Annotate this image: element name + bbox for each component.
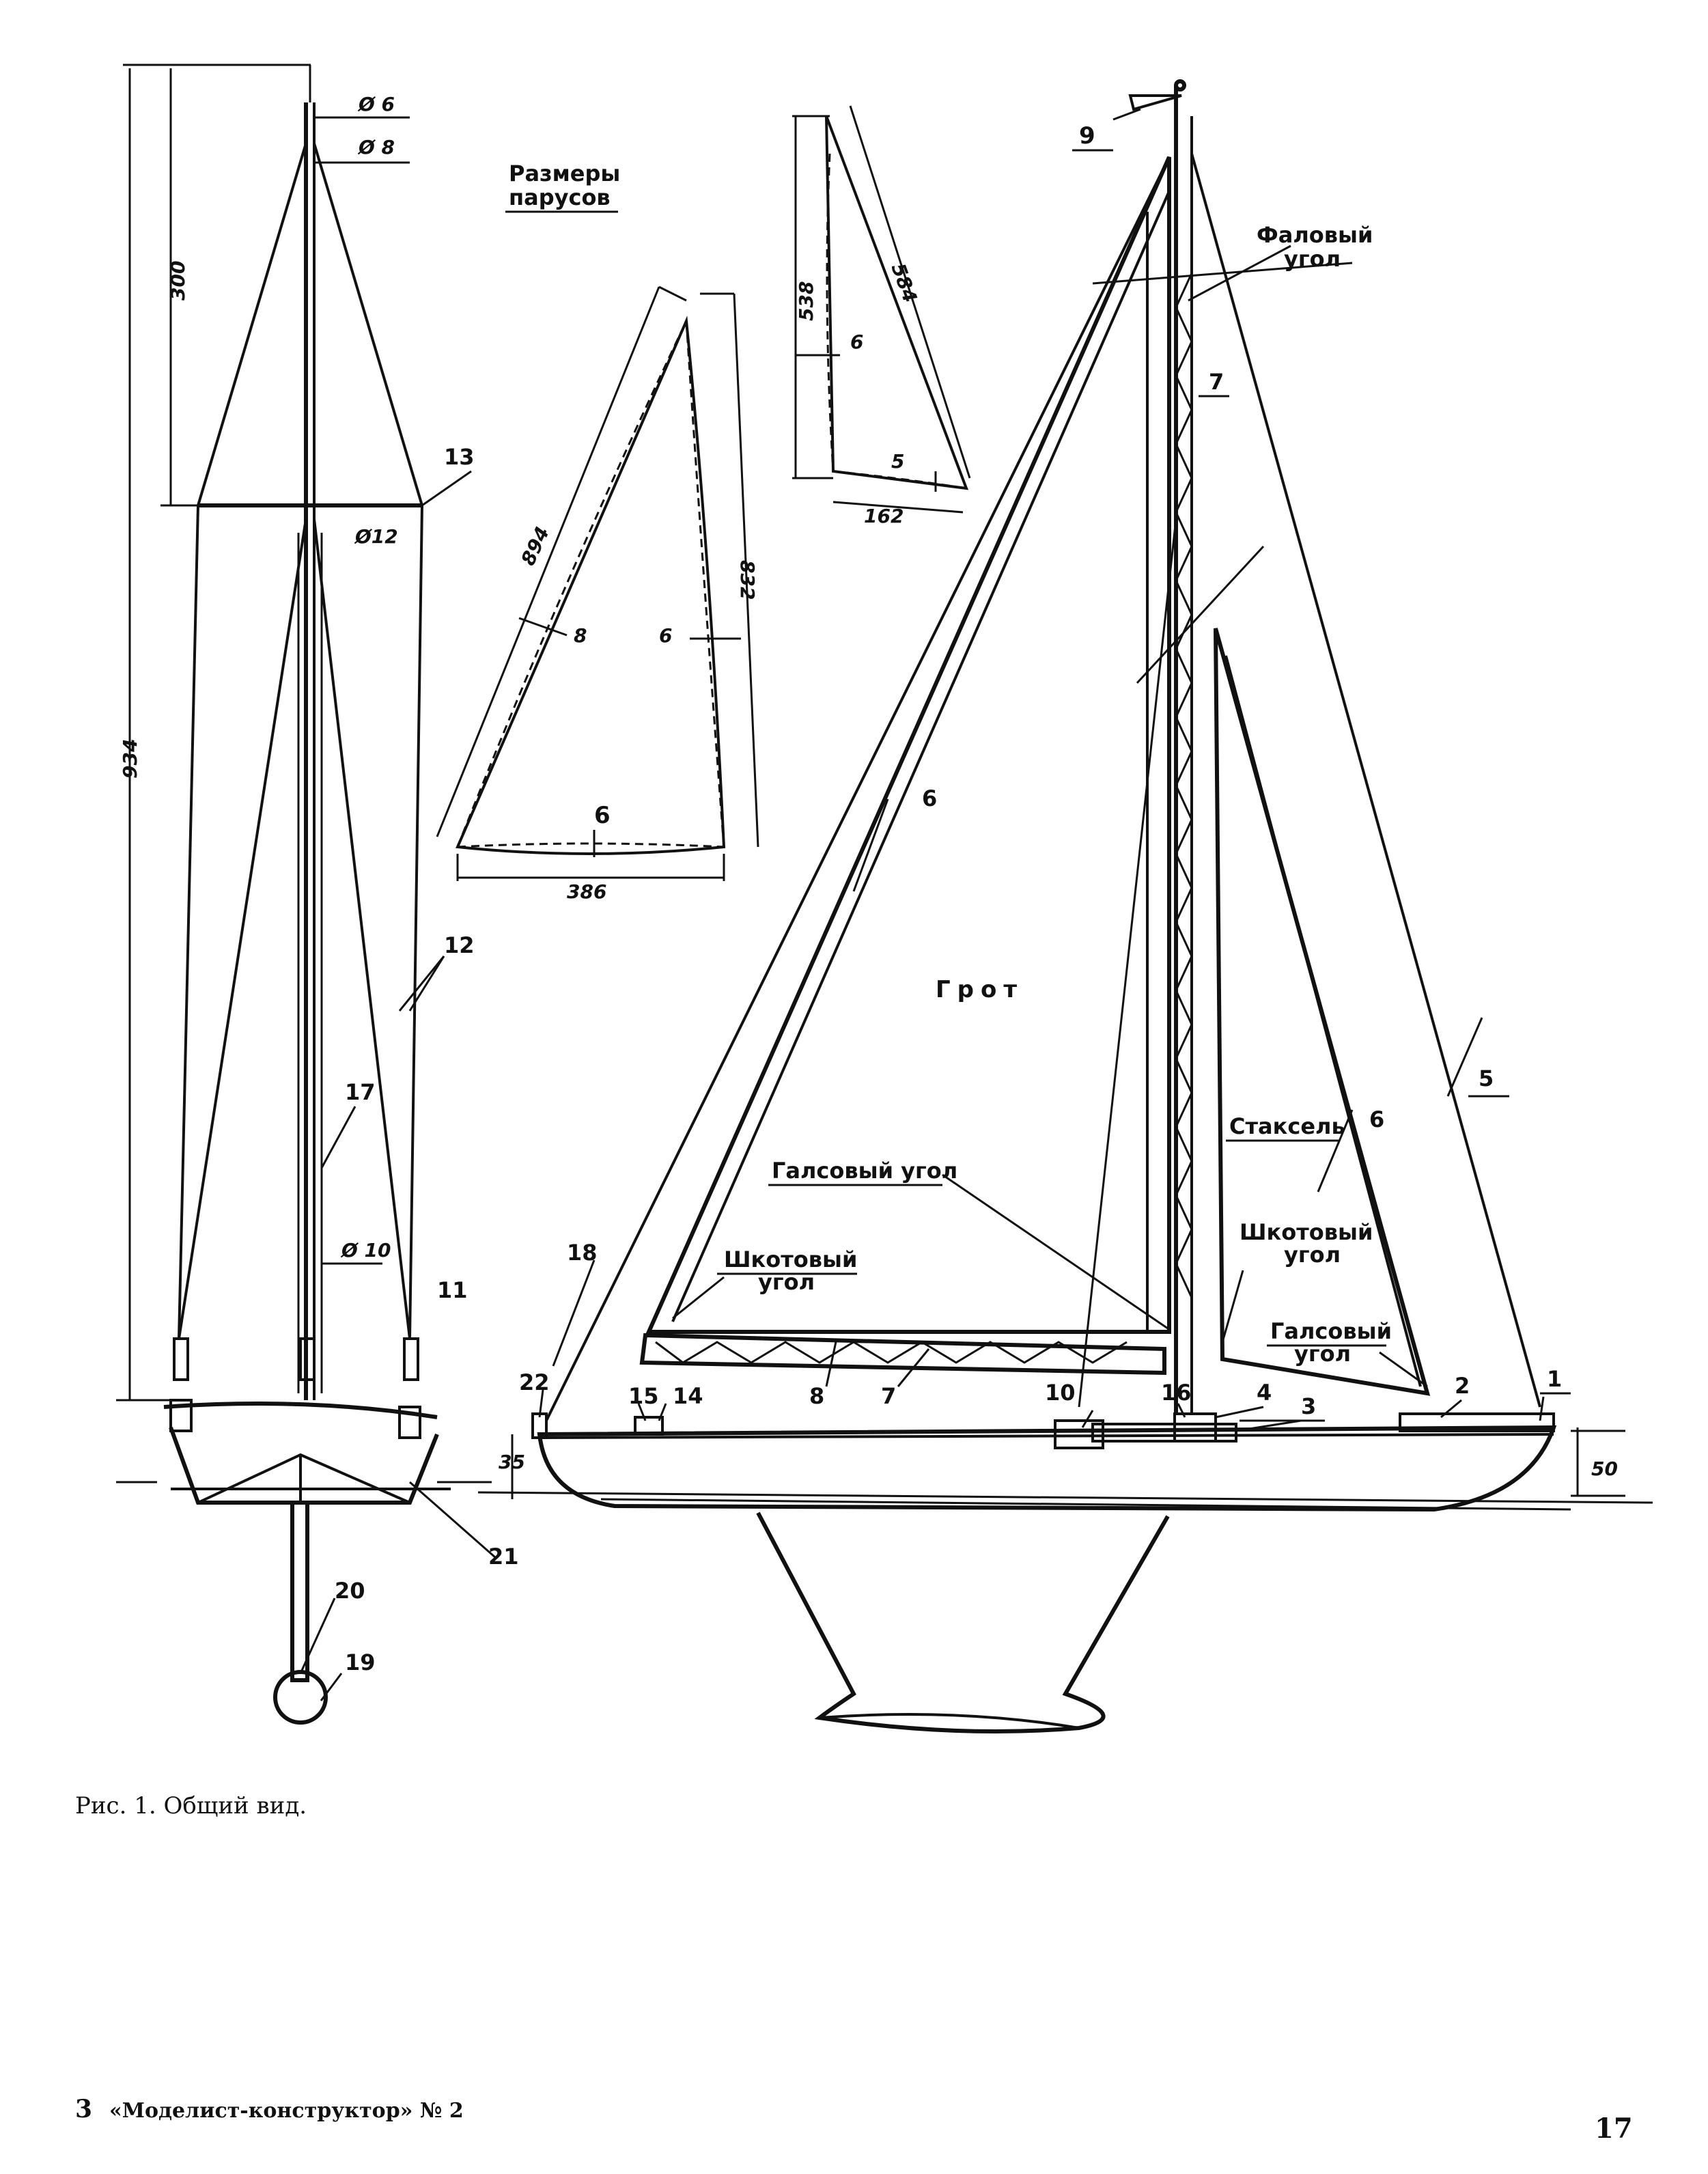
label-22: 22 [519,1369,550,1395]
dim-d6: Ø 6 [357,93,395,115]
dim-freeboard-bow: 50 [1591,1458,1618,1480]
jib-pattern [792,105,971,514]
label-13: 13 [444,444,475,470]
label-16: 16 [1161,1380,1192,1406]
dim-h300: 300 [167,261,189,301]
label-2: 2 [1455,1373,1470,1399]
label-20: 20 [335,1578,365,1604]
label-halyard-corner-2: угол [1284,246,1341,272]
label-halyard-corner-1: Фаловый [1257,222,1373,248]
boom [639,1333,1166,1376]
label-12: 12 [444,932,475,958]
label-15: 15 [628,1383,659,1409]
label-18: 18 [567,1240,598,1266]
page-number: 17 [1595,2113,1633,2145]
dim-jib-luff: 538 [795,281,817,321]
dim-d8: Ø 8 [357,136,395,158]
dim-h934: 934 [119,739,141,779]
label-5: 5 [1479,1065,1494,1091]
label-7-mast: 7 [1209,369,1224,395]
dim-d10: Ø 10 [340,1239,391,1262]
footer-left-number: 3 [75,2095,92,2123]
label-tack-corner-main: Галсовый угол [772,1158,957,1184]
side-hull [537,1425,1557,1512]
label-6-jib: 6 [1369,1106,1384,1132]
label-1: 1 [1547,1366,1562,1392]
label-10: 10 [1045,1380,1076,1406]
dim-freeboard-stern: 35 [499,1451,525,1473]
dim-jib-roach-luff: 6 [850,331,863,353]
dim-d12: Ø12 [354,525,398,548]
dim-main-foot: 386 [567,880,606,903]
dim-main-roach-luff: 8 [574,624,587,647]
label-sheet-corner-jib-1: Шкотовый [1240,1219,1373,1245]
sail-sizes-title-2: парусов [509,184,611,210]
label-4: 4 [1257,1380,1272,1406]
label-mainsail: Грот [936,976,1024,1003]
label-sheet-corner-main-1: Шкотовый [724,1246,857,1272]
label-21: 21 [488,1544,519,1570]
dim-jib-leech: 584 [886,260,921,305]
side-view [477,79,1653,1733]
label-staysail: Стаксель [1229,1113,1345,1139]
label-7-boom: 7 [881,1383,896,1409]
mainsail-pattern [436,285,759,881]
front-view [116,64,496,1725]
footer-journal: «Моделист-конструктор» № 2 [109,2099,464,2123]
pennant [1128,94,1182,111]
dim-main-roach-foot: 6 [594,802,611,829]
label-14: 14 [673,1383,703,1409]
dim-main-leech: 832 [736,560,759,600]
dim-jib-foot: 162 [864,505,904,527]
mainsail [645,156,1171,1334]
label-19: 19 [345,1649,376,1675]
label-6-main: 6 [922,785,937,811]
dim-main-roach-leech: 6 [659,624,672,647]
sail-sizes-title-1: Размеры [509,161,620,186]
label-8: 8 [809,1383,824,1409]
label-sheet-corner-jib-2: угол [1284,1242,1341,1268]
label-tack-corner-jib-1: Галсовый [1270,1318,1392,1344]
label-9: 9 [1079,122,1095,150]
label-17: 17 [345,1079,376,1105]
label-3: 3 [1301,1393,1316,1419]
label-11: 11 [437,1277,468,1303]
dim-jib-roach-foot: 5 [891,450,904,473]
figure-caption: Рис. 1. Общий вид. [75,1792,307,1820]
side-keel [756,1511,1170,1733]
